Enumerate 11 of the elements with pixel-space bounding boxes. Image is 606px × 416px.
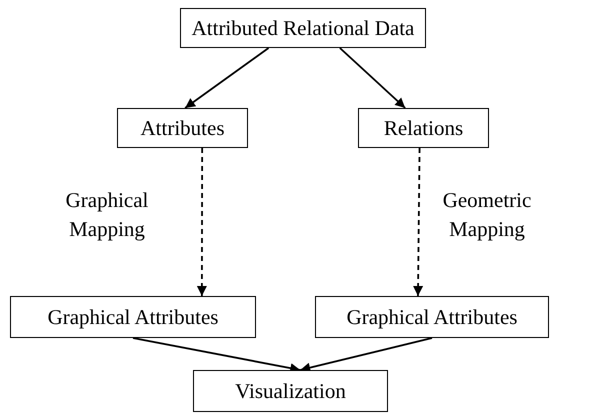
process-box: Graphical Attributes — [315, 296, 549, 338]
arrow — [184, 47, 270, 109]
arrow — [196, 148, 207, 296]
arrow — [339, 47, 406, 109]
arrow — [413, 148, 424, 296]
process-box: Relations — [358, 108, 489, 148]
arrow — [300, 337, 432, 372]
process-box: Graphical Attributes — [10, 296, 256, 338]
process-box: Attributed Relational Data — [180, 8, 426, 48]
process-box: Attributes — [117, 108, 248, 148]
process-box: Visualization — [193, 370, 388, 412]
